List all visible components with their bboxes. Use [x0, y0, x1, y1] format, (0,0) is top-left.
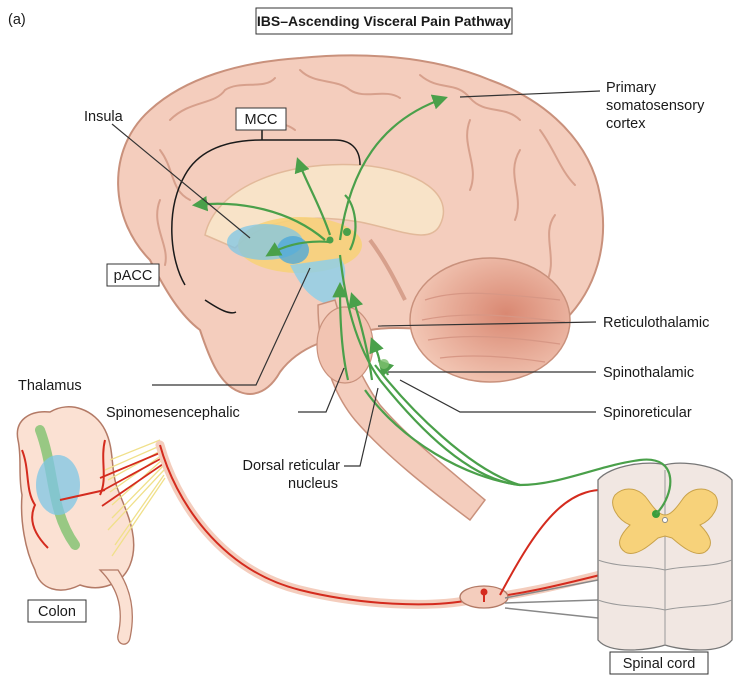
spinothalamic-label: Spinothalamic: [603, 365, 694, 381]
pacc-label: pACC: [114, 268, 153, 284]
thalamus-label: Thalamus: [18, 378, 82, 394]
dorsal-reticular-label-2: nucleus: [288, 476, 338, 492]
primary-somatosensory-label-2: somatosensory: [606, 98, 705, 114]
panel-label: (a): [8, 12, 26, 28]
colon-label: Colon: [38, 604, 76, 620]
reticulothalamic-label: Reticulothalamic: [603, 315, 709, 331]
primary-somatosensory-label-1: Primary: [606, 80, 657, 96]
spinomesencephalic-label: Spinomesencephalic: [106, 405, 240, 421]
diagram-title: IBS–Ascending Visceral Pain Pathway: [257, 13, 511, 29]
cerebellum: [410, 258, 570, 382]
primary-somatosensory-label-3: cortex: [606, 116, 646, 132]
brain-illustration: [118, 55, 603, 520]
spinal-cord-label: Spinal cord: [623, 656, 696, 672]
insula-label: Insula: [84, 109, 124, 125]
spinal-cord-illustration: [598, 463, 732, 650]
dorsal-reticular-label-1: Dorsal reticular: [243, 458, 341, 474]
spinoreticular-label: Spinoreticular: [603, 405, 692, 421]
mcc-label: MCC: [244, 112, 277, 128]
afferent-nerve: [160, 445, 625, 618]
